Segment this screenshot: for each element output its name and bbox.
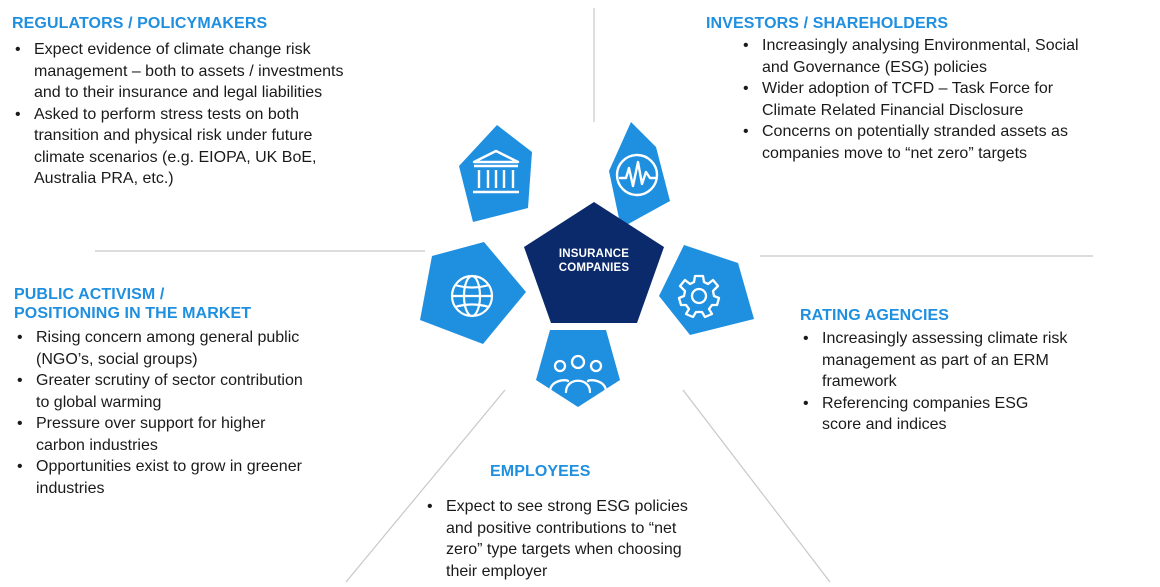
employees-bullets: Expect to see strong ESG policies and po…: [424, 496, 764, 582]
public-activism-section: PUBLIC ACTIVISM / POSITIONING IN THE MAR…: [14, 285, 414, 499]
list-item: Increasingly analysing Environmental, So…: [740, 35, 1156, 78]
bank-icon: [472, 149, 520, 194]
employees-heading: EMPLOYEES: [490, 463, 591, 480]
list-item: Rising concern among general public (NGO…: [14, 327, 414, 370]
pentagon-rating: [659, 245, 754, 335]
list-item: Concerns on potentially stranded assets …: [740, 121, 1156, 164]
regulators-section: REGULATORS / POLICYMAKERS Expect evidenc…: [12, 14, 432, 190]
regulators-heading: REGULATORS / POLICYMAKERS: [12, 15, 268, 32]
list-item: Pressure over support for higher carbon …: [14, 413, 414, 456]
divider-bottom-right: [682, 389, 831, 583]
gear-icon: [677, 274, 721, 319]
regulators-bullets: Expect evidence of climate change risk m…: [12, 39, 432, 190]
public-activism-heading: PUBLIC ACTIVISM / POSITIONING IN THE MAR…: [14, 286, 252, 322]
rating-agencies-section: RATING AGENCIES Increasingly assessing c…: [800, 306, 1140, 436]
center-label-line-2: COMPANIES: [558, 262, 630, 274]
list-item: Expect evidence of climate change risk m…: [12, 39, 432, 104]
list-item: Opportunities exist to grow in greener i…: [14, 456, 414, 499]
list-item: Referencing companies ESG score and indi…: [800, 393, 1140, 436]
list-item: Asked to perform stress tests on both tr…: [12, 104, 432, 190]
center-label-line-1: INSURANCE: [558, 248, 630, 260]
divider-lines: [95, 8, 1093, 583]
center-label: INSURANCE COMPANIES: [528, 247, 660, 275]
center-pentagon: [524, 202, 664, 323]
pulse-chart-icon: [615, 153, 659, 197]
list-item: Wider adoption of TCFD – Task Force for …: [740, 78, 1156, 121]
employees-section: Expect to see strong ESG policies and po…: [424, 496, 764, 582]
pentagon-public: [420, 242, 526, 344]
employees-heading-wrap: EMPLOYEES: [490, 462, 690, 481]
rating-agencies-bullets: Increasingly assessing climate risk mana…: [800, 328, 1140, 436]
list-item: Greater scrutiny of sector contribution …: [14, 370, 414, 413]
list-item: Increasingly assessing climate risk mana…: [800, 328, 1140, 393]
rating-agencies-heading: RATING AGENCIES: [800, 307, 950, 324]
globe-icon: [450, 274, 494, 318]
divider-bottom-left: [345, 389, 506, 583]
people-group-icon: [548, 354, 608, 394]
investors-heading: INVESTORS / SHAREHOLDERS: [706, 15, 949, 32]
investors-section: INVESTORS / SHAREHOLDERS Increasingly an…: [706, 14, 1156, 164]
list-item: Expect to see strong ESG policies and po…: [424, 496, 764, 582]
public-activism-bullets: Rising concern among general public (NGO…: [14, 327, 414, 499]
investors-bullets: Increasingly analysing Environmental, So…: [740, 35, 1156, 164]
